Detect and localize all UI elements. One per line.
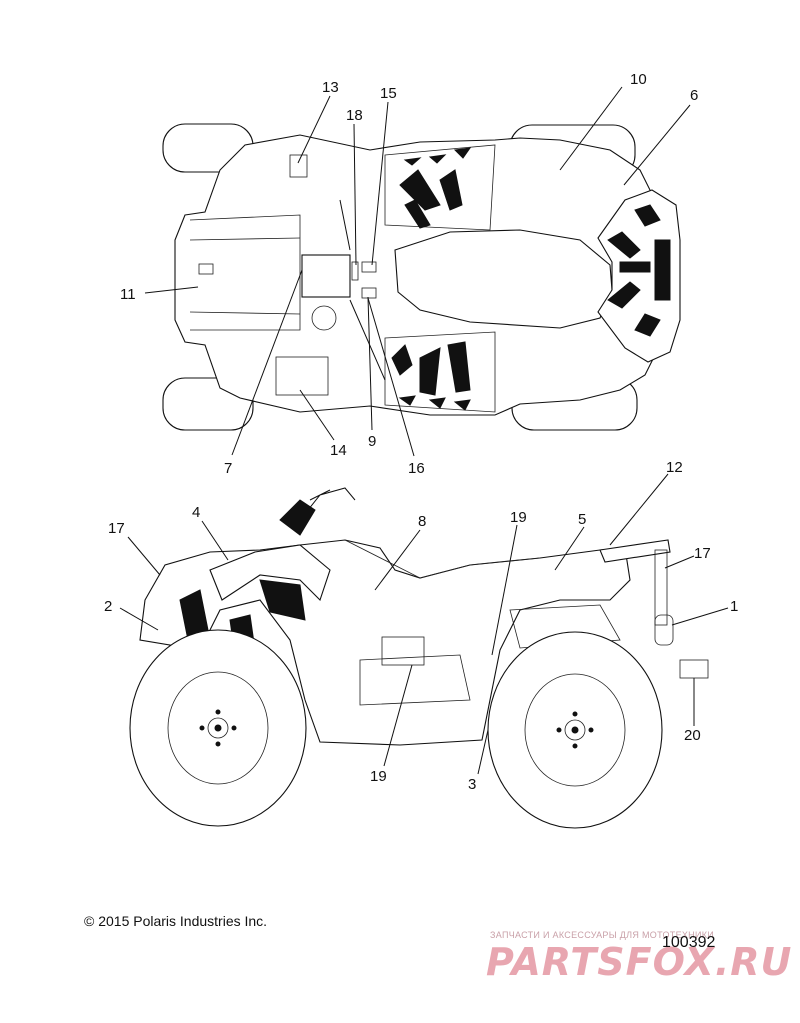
side-mirror-cluster bbox=[279, 499, 316, 536]
top-leader-lines bbox=[144, 86, 691, 457]
side-callouts: 17 4 8 19 5 12 17 2 1 20 19 3 bbox=[104, 459, 738, 793]
top-callouts: 13 18 15 10 6 11 7 14 9 16 bbox=[120, 71, 698, 477]
label-19-side bbox=[381, 636, 425, 666]
front-wheel bbox=[129, 629, 307, 827]
callout-17-rear: 17 bbox=[694, 545, 711, 562]
tail-light bbox=[654, 614, 674, 646]
label-13 bbox=[289, 154, 308, 178]
rear-bumper-post bbox=[654, 549, 668, 626]
callout-7: 7 bbox=[224, 460, 232, 477]
callout-14: 14 bbox=[330, 442, 347, 459]
side-leader-lines bbox=[119, 473, 729, 775]
decal-fender-left bbox=[384, 144, 496, 231]
callout-13: 13 bbox=[322, 79, 339, 96]
callout-19-top: 19 bbox=[510, 509, 527, 526]
label-11-plate bbox=[198, 263, 214, 275]
label-15 bbox=[361, 261, 377, 273]
rear-wheel bbox=[487, 631, 663, 829]
callout-8: 8 bbox=[418, 513, 426, 530]
callout-15: 15 bbox=[380, 85, 397, 102]
atv-side-view bbox=[129, 487, 709, 829]
callout-20: 20 bbox=[684, 727, 701, 744]
label-14 bbox=[275, 356, 329, 396]
watermark-tagline: ЗАПЧАСТИ И АКСЕССУАРЫ ДЛЯ МОТОТЕХНИКИ bbox=[490, 930, 715, 940]
callout-18: 18 bbox=[346, 107, 363, 124]
label-9 bbox=[361, 287, 377, 299]
atv-top-view bbox=[162, 123, 681, 431]
callout-11: 11 bbox=[120, 286, 136, 303]
rear-rack bbox=[597, 189, 681, 363]
front-rack bbox=[189, 214, 301, 331]
callout-2: 2 bbox=[104, 598, 112, 615]
engine-block bbox=[359, 654, 471, 706]
copyright-notice: © 2015 Polaris Industries Inc. bbox=[84, 913, 268, 929]
side-seat bbox=[344, 539, 541, 579]
callout-16: 16 bbox=[408, 460, 425, 477]
label-20 bbox=[679, 659, 709, 679]
callout-9: 9 bbox=[368, 433, 376, 450]
side-rear-rack bbox=[599, 539, 671, 563]
callout-5: 5 bbox=[578, 511, 586, 528]
part-number: 100392 bbox=[662, 934, 716, 951]
callout-10: 10 bbox=[630, 71, 647, 88]
handlebar bbox=[339, 199, 386, 381]
callout-1: 1 bbox=[730, 598, 738, 615]
decal-fender-right bbox=[384, 331, 496, 413]
callout-4: 4 bbox=[192, 504, 200, 521]
callout-12: 12 bbox=[666, 459, 683, 476]
front-fender bbox=[209, 544, 331, 602]
callout-19-bottom: 19 bbox=[370, 768, 387, 785]
callout-3: 3 bbox=[468, 776, 476, 793]
callout-6: 6 bbox=[690, 87, 698, 104]
label-18 bbox=[351, 261, 359, 281]
console bbox=[301, 254, 351, 298]
fuel-cap bbox=[311, 305, 337, 331]
watermark-logo: PARTSFOX.RU bbox=[486, 940, 793, 984]
rear-suspension bbox=[509, 604, 621, 649]
callout-17-front: 17 bbox=[108, 520, 125, 537]
